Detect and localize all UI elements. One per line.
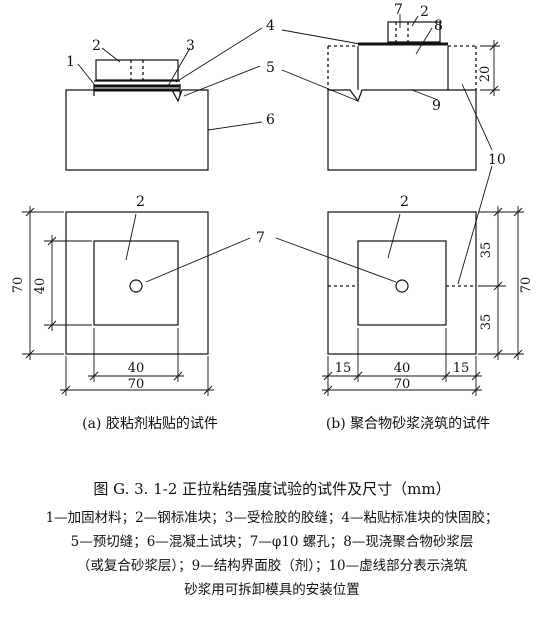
elevation-b: 20 7 2 8 9 10 — [281, 2, 506, 171]
steel-block-a — [95, 59, 179, 81]
bolt-hole-a — [130, 60, 144, 80]
callout-2-plan-b: 2 — [400, 194, 409, 210]
dim-height-70-a: 70 — [11, 277, 26, 294]
bolt-hole-b — [395, 22, 409, 42]
callout-8: 8 — [434, 18, 443, 34]
callout-2: 2 — [92, 38, 101, 54]
plan-a: 2 70 40 40 70 — [11, 194, 214, 396]
legend-line-2: 5—预切缝；6—混凝土试块；7—φ10 螺孔；8—现浇聚合物砂浆层 — [70, 534, 474, 550]
bolt-hole-plan-b — [395, 279, 409, 293]
mortar-layer — [357, 46, 449, 90]
legend-line-3: （或复合砂浆层）；9—结构界面胶（剂）；10—虚线部分表示浇筑 — [76, 558, 468, 574]
dim-width-70-a: 70 — [128, 377, 145, 392]
callout-10: 10 — [488, 152, 506, 168]
callout-7-plan: 7 — [256, 230, 265, 246]
dim-height-40-a: 40 — [33, 278, 48, 295]
subcaption-b: (b) 聚合物砂浆浇筑的试件 — [326, 416, 490, 432]
subcaption-a: (a) 胶粘剂粘贴的试件 — [82, 415, 218, 432]
figure-caption: 图 G. 3. 1-2 正拉粘结强度试验的试件及尺寸（mm） — [93, 480, 451, 498]
callout-5: 5 — [266, 60, 275, 76]
callout-4: 4 — [266, 18, 275, 34]
steel-plan-b — [357, 240, 447, 326]
dim-height-70-b: 70 — [519, 277, 534, 294]
concrete-block-a — [65, 89, 209, 171]
callout-7-elev: 7 — [394, 2, 403, 18]
dim-height-35-top: 35 — [479, 242, 494, 259]
callout-6: 6 — [266, 112, 275, 128]
dim-width-40-b: 40 — [394, 361, 411, 376]
callout-2-elev-b: 2 — [420, 4, 429, 20]
callout-1: 1 — [66, 54, 75, 70]
dim-width-15-left: 15 — [335, 361, 352, 376]
removable-mould-b — [327, 45, 477, 90]
concrete-plan-a — [65, 211, 209, 355]
callout-2-plan-a: 2 — [136, 194, 145, 210]
dim-width-70-b: 70 — [394, 377, 411, 392]
dim-height-35-bottom: 35 — [479, 314, 494, 331]
elevation-a: 1 2 3 4 5 6 — [65, 18, 275, 171]
dim-width-15-right: 15 — [453, 361, 470, 376]
dim-height-20: 20 — [478, 66, 493, 83]
callout-3: 3 — [186, 38, 195, 54]
legend-line-1: 1—加固材料；2—钢标准块；3—受检胶的胶缝；4—粘贴标准块的快固胶； — [45, 510, 499, 526]
steel-plan-a — [93, 240, 179, 326]
concrete-plan-b — [327, 211, 477, 355]
concrete-block-b — [327, 89, 477, 171]
dim-width-40-a: 40 — [128, 361, 145, 376]
callout-9: 9 — [432, 98, 441, 114]
plan-b: 2 70 35 35 15 40 15 70 — [322, 165, 534, 396]
legend-line-4: 砂浆用可拆卸模具的安装位置 — [184, 582, 360, 598]
bolt-hole-plan-a — [129, 279, 143, 293]
